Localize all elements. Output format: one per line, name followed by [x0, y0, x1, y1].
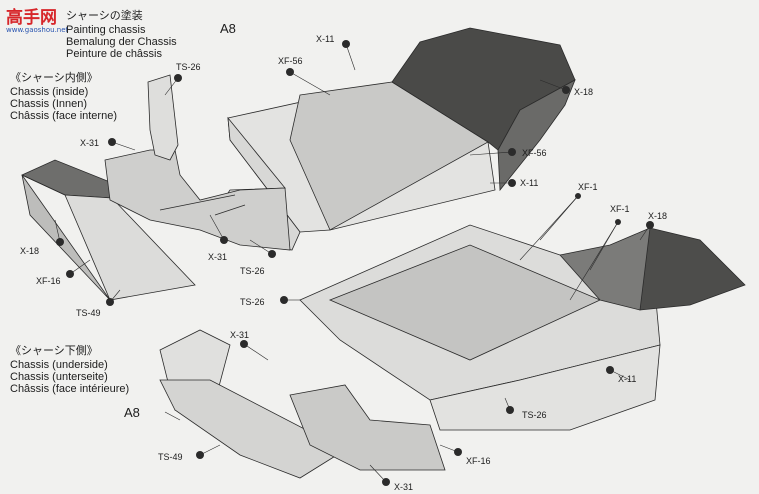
inside-wing-plate: [21, 174, 196, 301]
inside-chassis-side: [497, 79, 576, 192]
underside-de: Chassis (unterseite): [10, 371, 108, 383]
underside-ja: 《シャーシ下側》: [10, 345, 98, 357]
inside-front-wing: [21, 159, 113, 199]
part-label-a8-top: A8: [220, 21, 236, 36]
underside-en: Chassis (underside): [10, 359, 108, 371]
callout-x31-bottom: X-31: [394, 482, 414, 492]
callout-x31-mid: X-31: [208, 252, 228, 262]
callout-ts26-bottom: TS-26: [522, 410, 547, 420]
callout-x11-low: X-11: [618, 374, 637, 384]
callout-x31-left: X-31: [80, 138, 100, 148]
inside-de: Chassis (Innen): [10, 98, 88, 110]
inside-en: Chassis (inside): [10, 86, 89, 98]
callout-xf16-bottom: XF-16: [466, 456, 491, 466]
callout-ts49-bottom: TS-49: [158, 452, 183, 462]
callout-ts26-left: TS-26: [176, 62, 201, 72]
callout-xf1-b: XF-1: [610, 204, 630, 214]
callout-x11-top: X-11: [316, 34, 335, 44]
underside-diffuser: [559, 227, 651, 311]
callout-xf56-top: XF-56: [278, 56, 303, 66]
underside-sidepod: [429, 344, 661, 431]
inside-wing-lower: [21, 174, 111, 301]
part-label-a8-bottom: A8: [124, 405, 140, 420]
callout-ts26-mid: TS-26: [240, 266, 265, 276]
callout-ts49-left: TS-49: [76, 308, 101, 318]
inside-fr: Châssis (face interne): [10, 110, 117, 122]
callout-x18-top: X-18: [574, 87, 594, 97]
callout-ts26-low: TS-26: [240, 297, 265, 307]
callout-x18-right: X-18: [648, 211, 668, 221]
underside-wing-plate: [159, 379, 346, 479]
callout-xf1-a: XF-1: [578, 182, 598, 192]
header-ja: シャーシの塗装: [66, 10, 143, 22]
callout-xf16-left: XF-16: [36, 276, 61, 286]
header-en: Painting chassis: [66, 24, 146, 36]
watermark-url: www.gaoshou.net: [6, 26, 69, 34]
header-de: Bemalung der Chassis: [66, 36, 177, 48]
underside-fr: Châssis (face intérieure): [10, 383, 130, 395]
callout-x31-under: X-31: [230, 330, 250, 340]
inside-tub: [147, 74, 179, 161]
watermark-title: 高手网: [6, 8, 57, 28]
underside-nose: [289, 384, 446, 471]
watermark-logo: 高手网 www.gaoshou.net: [4, 3, 69, 41]
callout-x18-left: X-18: [20, 246, 40, 256]
inside-chassis-shade: [289, 81, 489, 231]
callout-xf56-right: XF-56: [522, 148, 547, 158]
callout-x11-mid: X-11: [520, 178, 539, 188]
header-fr: Peinture de châssis: [66, 48, 162, 60]
inside-ja: 《シャーシ内側》: [10, 72, 98, 84]
